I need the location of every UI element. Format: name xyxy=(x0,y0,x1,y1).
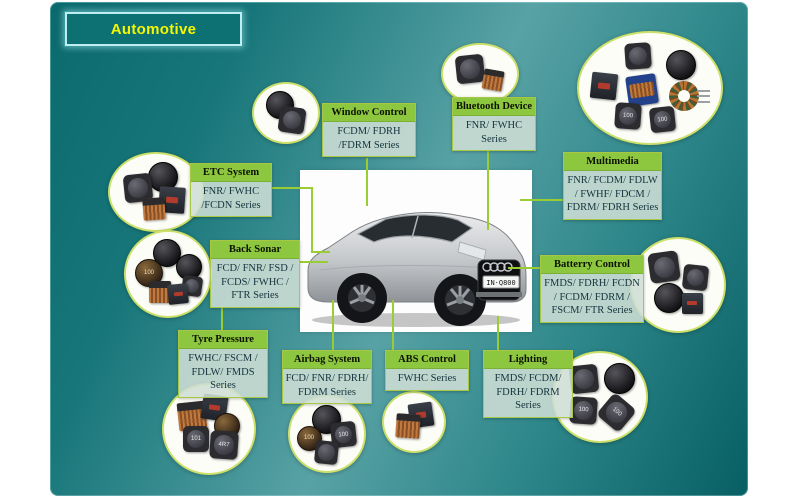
license-plate-text: IN·Q800 xyxy=(486,279,516,287)
callout-title-lighting: Lighting xyxy=(484,351,572,370)
car-image: IN·Q800 xyxy=(307,212,527,327)
component-circle-bluetooth-parts xyxy=(441,43,519,105)
car-bumper-trim xyxy=(476,292,522,297)
callout-title-multimedia: Multimedia xyxy=(564,153,661,172)
license-plate xyxy=(482,275,520,289)
callout-series-multimedia: FNR/ FCDM/ FDLW / FWHF/ FDCM / FDRM/ FDR… xyxy=(564,171,661,220)
inductor-sq-icon xyxy=(681,263,709,291)
car-front-wheel xyxy=(434,274,486,326)
inductor-chip-icon xyxy=(167,283,189,305)
callout-title-airbag-system: Airbag System xyxy=(283,351,371,370)
car-shadow xyxy=(312,313,520,327)
inductor-copper-icon xyxy=(395,413,421,439)
inductor-sq-icon: 4R7 xyxy=(209,430,239,460)
callout-series-airbag-system: FCD/ FNR/ FDRH/ FDRM Series xyxy=(283,369,371,404)
callout-title-abs-control: ABS Control xyxy=(386,351,468,370)
inductor-copper-icon xyxy=(481,68,505,92)
component-circle-back-sonar-parts: 100 xyxy=(124,230,212,318)
callout-title-etc-system: ETC System xyxy=(191,164,271,183)
inductor-bobbin-icon xyxy=(625,73,659,107)
inductor-sq-icon xyxy=(647,250,681,284)
inductor-sq-icon: 100 xyxy=(595,391,637,433)
inductor-sq-icon: 101 xyxy=(183,426,209,452)
callout-series-etc-system: FNR/ FWHC /FCDN Series xyxy=(191,182,271,217)
inductor-sq-icon xyxy=(313,439,339,465)
callout-series-bluetooth-device: FNR/ FWHC Series xyxy=(453,116,535,151)
inductor-chip-icon xyxy=(589,71,619,101)
callout-title-window-control: Window Control xyxy=(323,104,415,123)
callout-title-tyre-pressure: Tyre Pressure xyxy=(179,331,267,350)
callout-title-battery-control: Batterry Control xyxy=(541,256,643,275)
page-title: Automotive xyxy=(110,20,197,38)
inductor-copper-icon xyxy=(149,281,171,303)
callout-title-back-sonar: Back Sonar xyxy=(211,241,299,260)
inductor-sq-icon: 100 xyxy=(614,102,642,130)
inductor-sq-icon xyxy=(277,105,307,135)
component-circle-window-parts xyxy=(252,82,320,144)
title-box: Automotive xyxy=(64,11,243,47)
inductor-sq-icon: 100 xyxy=(648,105,676,133)
callout-series-window-control: FCDM/ FDRH /FDRM Series xyxy=(323,122,415,157)
inductor-copper-icon xyxy=(142,197,166,221)
inductor-round-icon xyxy=(666,50,696,80)
callout-series-lighting: FMDS/ FCDM/ FDRH/ FDRM Series xyxy=(484,369,572,418)
car-b-pillar xyxy=(411,215,419,239)
inductor-sq-icon xyxy=(454,53,486,85)
callout-title-bluetooth-device: Bluetooth Device xyxy=(453,98,535,117)
callout-series-abs-control: FWHC Series xyxy=(386,369,468,390)
inductor-round-icon xyxy=(603,362,635,394)
inductor-toroid-icon xyxy=(669,81,711,111)
inductor-sq-icon xyxy=(624,42,652,70)
callout-series-tyre-pressure: FWHC/ FSCM / FDLW/ FMDS Series xyxy=(179,349,267,398)
component-circle-battery-parts xyxy=(630,237,726,333)
inductor-chip-icon xyxy=(681,292,703,314)
callout-series-battery-control: FMDS/ FDRH/ FCDN / FCDM/ FDRM / FSCM/ FT… xyxy=(541,274,643,323)
inductor-sq-icon xyxy=(568,363,600,395)
car-rear-wheel xyxy=(337,273,387,323)
car-backdrop: IN·Q800 xyxy=(300,170,532,332)
callout-series-back-sonar: FCD/ FNR/ FSD / FCDS/ FWHC / FTR Series xyxy=(211,259,299,308)
component-circle-abs-parts xyxy=(382,391,446,453)
inductor-round-icon xyxy=(153,239,181,267)
inductor-round-icon xyxy=(654,283,684,313)
